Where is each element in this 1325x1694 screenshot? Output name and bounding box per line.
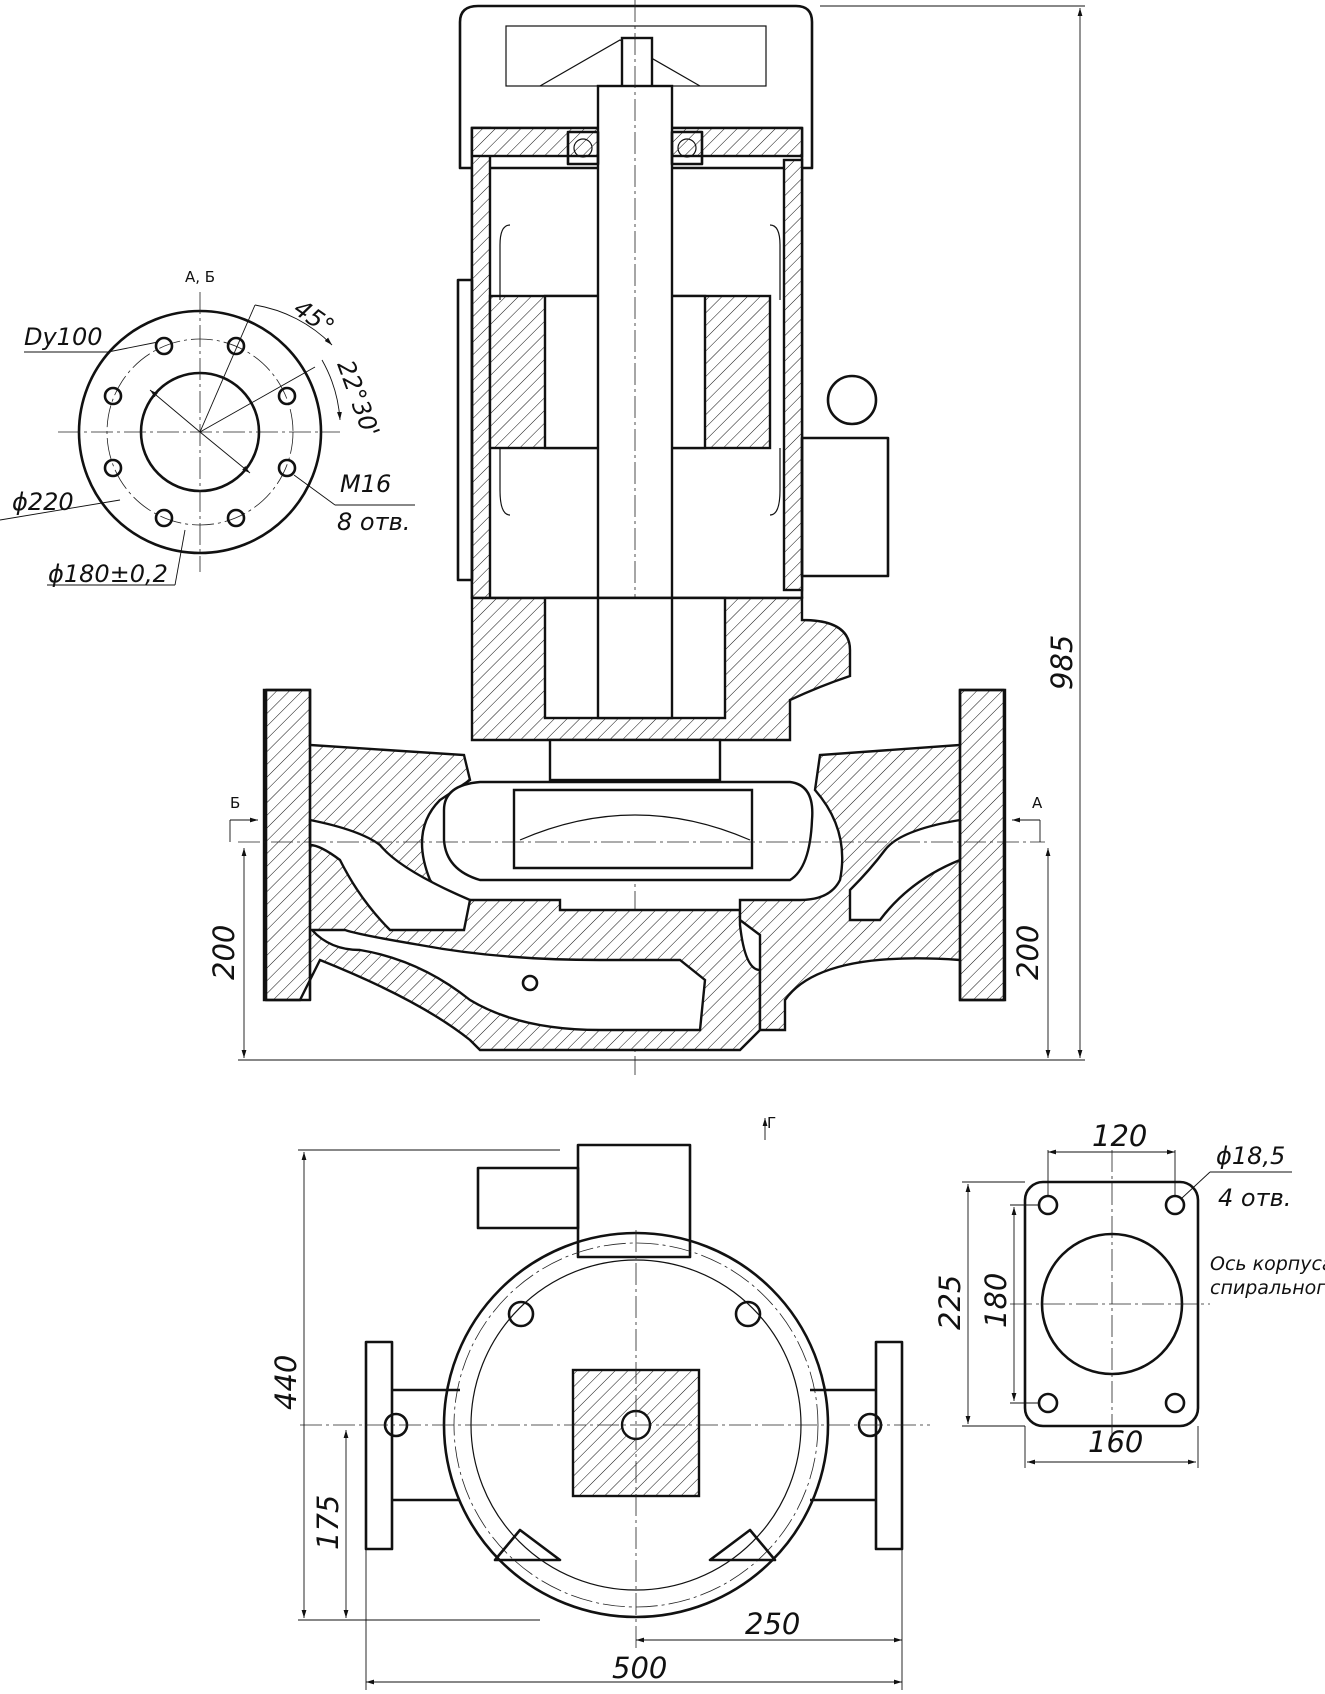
dim-hole: ϕ18,5 [1216, 1142, 1285, 1170]
axis-note-2: спирального [1210, 1277, 1325, 1299]
base-view: 120 ϕ18,5 4 отв. 225 180 160 Ось корпуса… [933, 1119, 1325, 1468]
bore-dia-label: ϕ220 [12, 488, 74, 516]
flange-view: А, Б Dy100 45° 22°30' ϕ220 ϕ180±0,2 M16 … [0, 268, 415, 588]
dim-200-right: 200 [1011, 925, 1045, 980]
thread-label: M16 [340, 470, 391, 498]
dim-175: 175 [311, 1495, 345, 1550]
dim-985: 985 [1045, 635, 1079, 690]
angle-22-label: 22°30' [331, 356, 385, 440]
dim-160: 160 [1088, 1425, 1143, 1459]
terminal-box-top [576, 1143, 692, 1259]
flange-right [874, 1340, 904, 1551]
dim-200-left: 200 [207, 925, 241, 980]
pcd-label: ϕ180±0,2 [48, 560, 168, 588]
plan-view: 440 175 250 500 [269, 1143, 930, 1690]
section-view: Б А Г 985 200 200 [207, 0, 1085, 1140]
dim-250: 250 [745, 1607, 800, 1641]
flange-view-label: А, Б [185, 268, 215, 286]
dy-label: Dy100 [24, 323, 103, 351]
dim-180: 180 [979, 1273, 1013, 1328]
view-label-g: Г [767, 1114, 776, 1132]
holes-label: 8 отв. [337, 508, 410, 536]
base-holes: 4 отв. [1218, 1184, 1291, 1212]
dim-120: 120 [1092, 1119, 1147, 1153]
terminal-box [800, 436, 890, 578]
volute-right [738, 688, 1007, 1032]
dim-500: 500 [612, 1651, 667, 1685]
fan-cover [458, 4, 814, 170]
section-label-a: А [1032, 794, 1043, 812]
section-label-b: Б [230, 794, 240, 812]
angle-45-label: 45° [289, 294, 340, 341]
axis-note-1: Ось корпуса [1210, 1253, 1325, 1275]
flange-left [364, 1340, 394, 1551]
dim-440: 440 [269, 1355, 303, 1410]
bolt-holes [103, 336, 297, 528]
dim-225: 225 [933, 1275, 967, 1330]
